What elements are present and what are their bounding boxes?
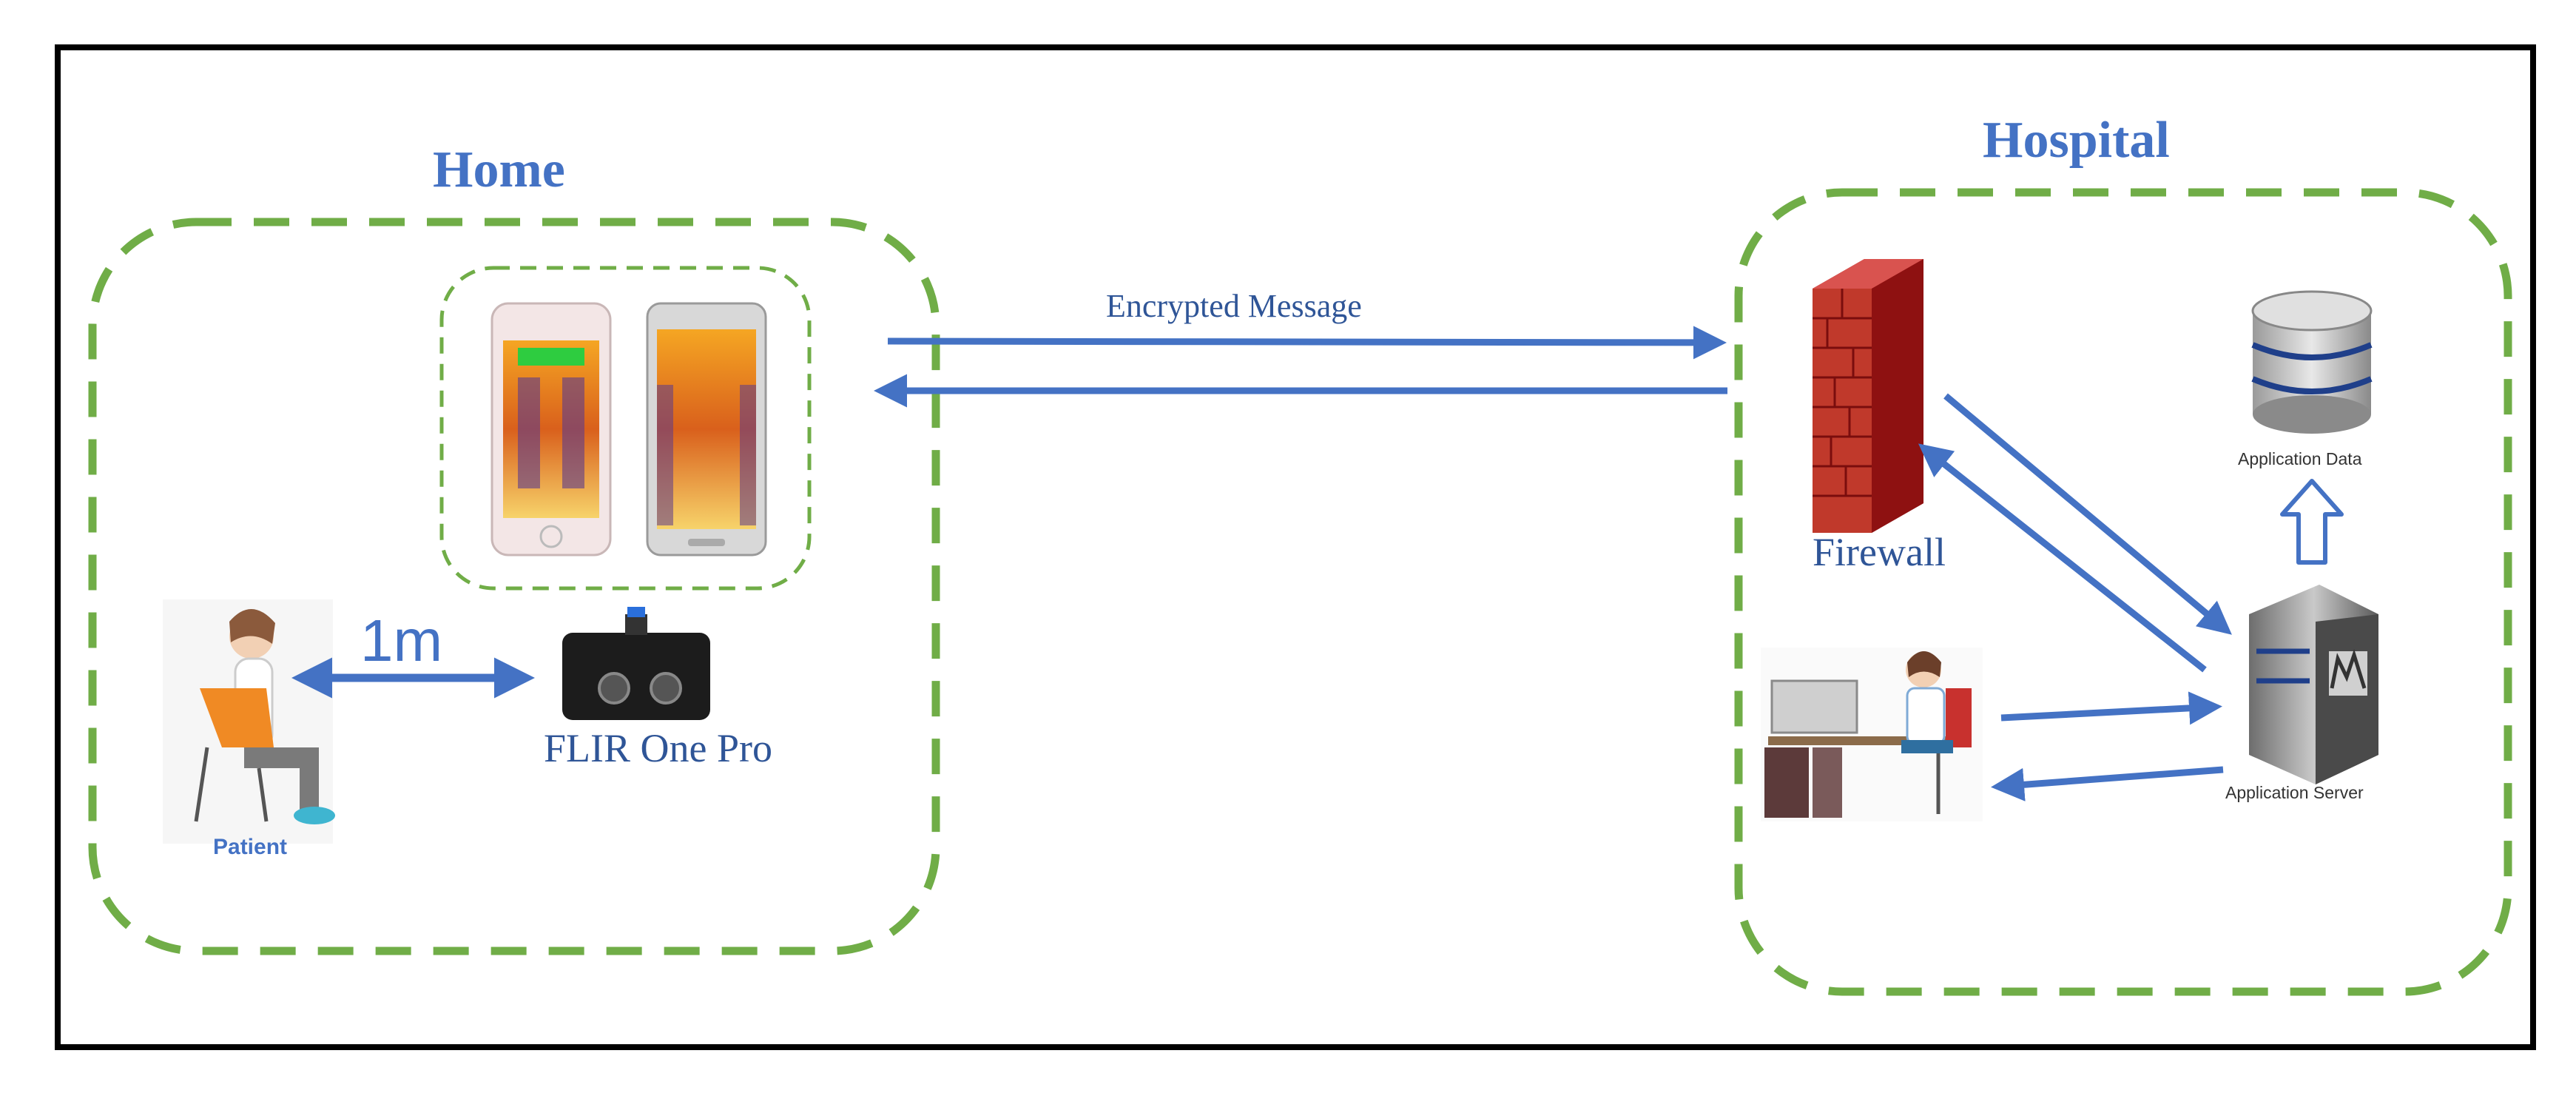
server-to-doctor-arrow xyxy=(1991,766,2224,801)
server-icon xyxy=(2249,585,2378,784)
home-title: Home xyxy=(433,141,565,198)
firewall-label: Firewall xyxy=(1813,530,1946,574)
doctor-to-server-arrow xyxy=(2000,691,2222,725)
smartphone-icon xyxy=(490,302,612,557)
encrypted-message-label: Encrypted Message xyxy=(1106,288,1362,324)
up-arrow-icon xyxy=(2280,479,2344,565)
patient-icon xyxy=(163,599,335,844)
outbound-message-arrow xyxy=(887,326,1727,360)
patient-label: Patient xyxy=(213,835,288,859)
outer-frame xyxy=(55,44,2536,1050)
server-label: Application Server xyxy=(2225,783,2364,802)
hospital-zone xyxy=(1734,188,2512,996)
firewall-icon xyxy=(1813,259,1923,533)
smartphone-icon xyxy=(646,302,767,557)
firewall-to-server-arrow xyxy=(1943,393,2232,635)
hospital-title: Hospital xyxy=(1983,112,2170,169)
distance-label: 1m xyxy=(360,608,443,673)
doctor-icon xyxy=(1761,648,1983,821)
home-zone xyxy=(88,218,940,955)
phones-zone xyxy=(439,266,812,591)
thermal-camera-icon xyxy=(562,607,710,720)
database-label: Application Data xyxy=(2238,449,2362,468)
server-to-firewall-arrow xyxy=(1918,443,2207,673)
database-icon xyxy=(2251,290,2373,434)
camera-label: FLIR One Pro xyxy=(544,726,772,770)
